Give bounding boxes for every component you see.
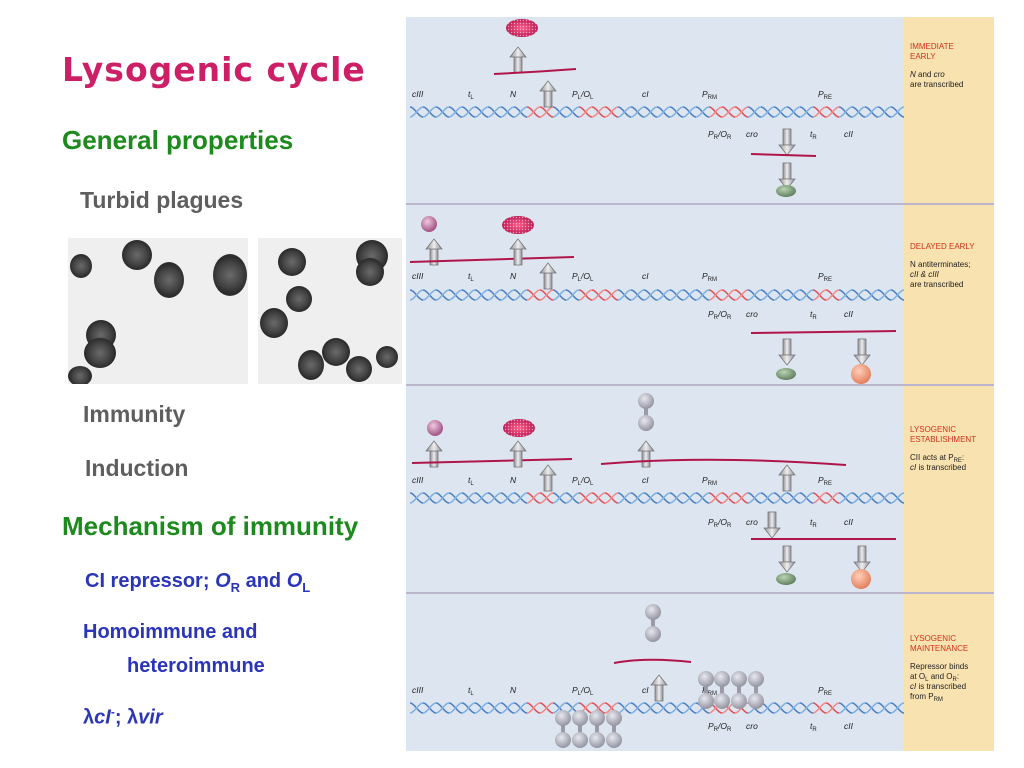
label-tr: tR xyxy=(810,309,817,321)
stage-description: N and cro xyxy=(910,70,945,79)
stage-title: DELAYED EARLY xyxy=(910,242,975,251)
dna-helix xyxy=(409,492,905,504)
slide-title: Lysogenic cycle xyxy=(62,50,366,89)
panel-immediate-early xyxy=(493,19,817,197)
label-n: N xyxy=(510,89,517,99)
stage-title: MAINTENANCE xyxy=(910,644,968,653)
label-cii: cII xyxy=(844,309,854,319)
label-pr-or: PR/OR xyxy=(708,129,732,141)
label-ci: cI xyxy=(642,685,649,695)
label-pl-ol: PL/OL xyxy=(572,475,594,487)
label-immunity: Immunity xyxy=(83,401,186,427)
label-pre: PRE xyxy=(818,89,832,101)
cro-protein-icon xyxy=(776,185,796,197)
label-cro: cro xyxy=(746,517,758,527)
gene-labels: cIII tL N PL/OL cI PRM PRE PR/OR cro tR cII xyxy=(412,271,854,321)
ciii-protein-icon xyxy=(421,216,437,232)
n-protein-icon xyxy=(506,19,538,37)
gene-labels: cIII tL N PL/OL cI PRM PRE PR/OR cro tR cII xyxy=(412,89,854,141)
cro-protein-icon xyxy=(776,368,796,380)
label-tl: tL xyxy=(468,271,474,283)
panel-lysogenic-establishment xyxy=(411,391,896,589)
stage-description: are transcribed xyxy=(910,80,963,89)
dna-helix xyxy=(409,106,905,118)
stage-description: are transcribed xyxy=(910,280,963,289)
label-tr: tR xyxy=(810,721,817,733)
cii-protein-icon xyxy=(851,569,871,589)
stage-title: IMMEDIATE xyxy=(910,42,954,51)
label-ciii: cIII xyxy=(412,89,424,99)
stage-title: LYSOGENIC xyxy=(910,634,956,643)
label-pl-ol: PL/OL xyxy=(572,89,594,101)
n-protein-icon xyxy=(502,216,534,234)
label-n: N xyxy=(510,685,517,695)
stage-description: at OL and OR: xyxy=(910,672,959,683)
label-cii: cII xyxy=(844,721,854,731)
stage-description: CII acts at PRE: xyxy=(910,453,964,464)
label-turbid-plaques: Turbid plagues xyxy=(80,187,244,213)
plaque-photo-left xyxy=(68,238,248,384)
label-pre: PRE xyxy=(818,475,832,487)
label-ci: cI xyxy=(642,271,649,281)
stage-title: ESTABLISHMENT xyxy=(910,435,976,444)
label-tl: tL xyxy=(468,89,474,101)
label-cro: cro xyxy=(746,721,758,731)
label-prm: PRM xyxy=(702,89,717,101)
heading-general-properties: General properties xyxy=(62,125,294,155)
panel-delayed-early xyxy=(409,216,897,384)
label-n: N xyxy=(510,271,517,281)
label-homoimmune: Homoimmune and xyxy=(83,621,258,643)
dna-helix xyxy=(409,702,905,714)
label-cro: cro xyxy=(746,129,758,139)
label-cro: cro xyxy=(746,309,758,319)
label-tl: tL xyxy=(468,685,474,697)
stage-title: LYSOGENIC xyxy=(910,425,956,434)
plaque-photo-right xyxy=(258,238,402,384)
label-ciii: cIII xyxy=(412,475,424,485)
ciii-protein-icon xyxy=(427,420,443,436)
label-pr-or: PR/OR xyxy=(708,517,732,529)
stage-description: cI is transcribed xyxy=(910,463,966,472)
gene-labels: cIII tL N PL/OL cI PRM PRE PR/OR cro tR cII xyxy=(412,475,854,529)
stage-description: cII & cIII xyxy=(910,270,940,279)
panel-lysogenic-maintenance xyxy=(553,602,766,750)
label-tl: tL xyxy=(468,475,474,487)
label-pr-or: PR/OR xyxy=(708,721,732,733)
label-pre: PRE xyxy=(818,271,832,283)
label-prm: PRM xyxy=(702,475,717,487)
label-ci: cI xyxy=(642,475,649,485)
label-cii: cII xyxy=(844,517,854,527)
label-n: N xyxy=(510,475,517,485)
heading-mechanism-of-immunity: Mechanism of immunity xyxy=(62,511,359,541)
cro-protein-icon xyxy=(776,573,796,585)
stage-2: DELAYED EARLY N antiterminates;cII & cIII… xyxy=(910,242,975,289)
label-prm: PRM xyxy=(702,271,717,283)
n-protein-icon xyxy=(503,419,535,437)
stage-description: from PRM xyxy=(910,692,943,703)
cii-protein-icon xyxy=(851,364,871,384)
label-lambda-mutants: λcI-; λvir xyxy=(83,705,163,729)
stage-description: cI is transcribed xyxy=(910,682,966,691)
label-heteroimmune: heteroimmune xyxy=(127,655,265,677)
label-ciii: cIII xyxy=(412,685,424,695)
label-ci: cI xyxy=(642,89,649,99)
label-pl-ol: PL/OL xyxy=(572,271,594,283)
stage-title: EARLY xyxy=(910,52,936,61)
label-cii: cII xyxy=(844,129,854,139)
label-induction: Induction xyxy=(85,455,189,481)
dna-helix xyxy=(409,289,905,301)
label-ci-repressor: CI repressor; OR and OL xyxy=(85,570,311,595)
lambda-regulation-diagram: cIII tL N PL/OL cI PRM PRE PR/OR cro tR cII cIII tL N… xyxy=(406,17,994,751)
stage-description: Repressor binds xyxy=(910,662,968,671)
label-tr: tR xyxy=(810,129,817,141)
label-pl-ol: PL/OL xyxy=(572,685,594,697)
stage-description: N antiterminates; xyxy=(910,260,970,269)
label-pre: PRE xyxy=(818,685,832,697)
label-ciii: cIII xyxy=(412,271,424,281)
label-tr: tR xyxy=(810,517,817,529)
label-pr-or: PR/OR xyxy=(708,309,732,321)
